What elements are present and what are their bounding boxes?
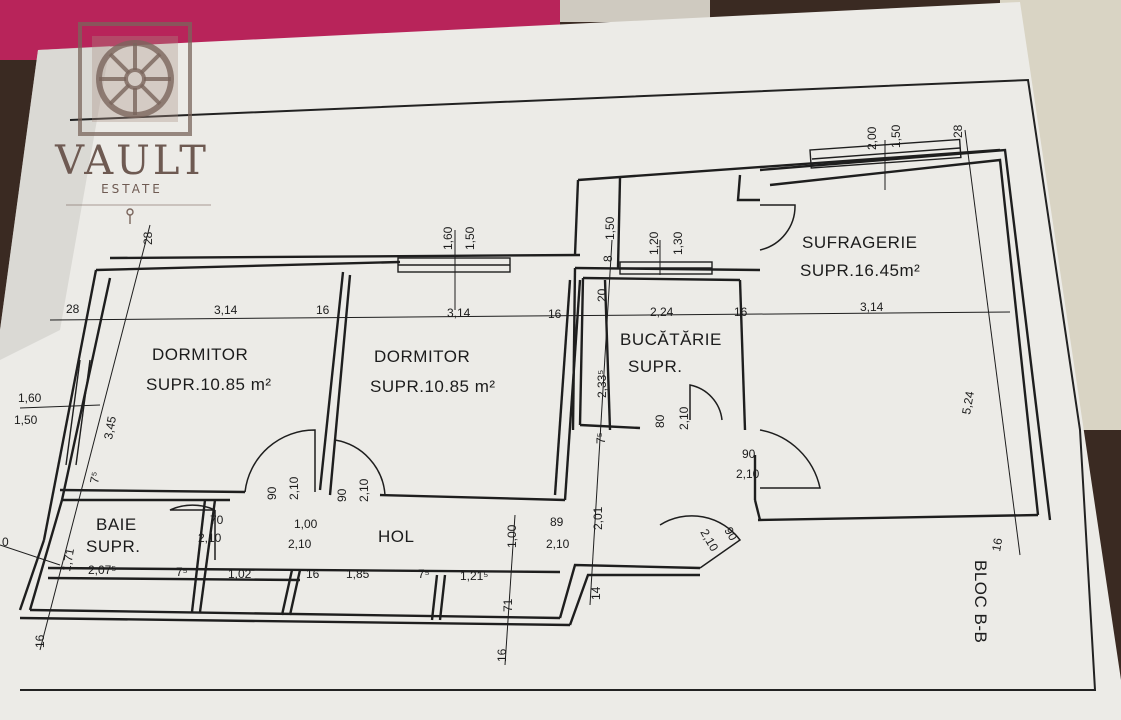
room-hol-name: HOL — [378, 527, 414, 546]
dim-label: 3,14 — [447, 306, 471, 320]
dim-label: 71 — [501, 598, 515, 612]
dim-label: 1,02 — [228, 567, 252, 581]
dim-label: 1,60 — [441, 226, 455, 250]
room-bucatarie-area: SUPR. — [628, 357, 682, 376]
dim-label: 7⁵ — [87, 471, 103, 485]
dim-label: 5,24 — [959, 390, 977, 416]
dim-label: 2,10 — [287, 476, 301, 500]
dim-label: 16 — [306, 567, 320, 581]
dim-label: 16 — [33, 634, 47, 648]
dim-label: 8 — [601, 255, 615, 262]
room-baie-area: SUPR. — [86, 537, 140, 556]
dim-label: 2,00 — [865, 126, 879, 150]
dim-label: 2,10 — [736, 467, 760, 481]
dim-label: 16 — [734, 305, 748, 319]
dim-label: 3,45 — [101, 415, 119, 441]
dim-label: 7⁵ — [418, 567, 430, 581]
door-swings — [169, 204, 821, 569]
dim-label: 3,14 — [214, 303, 238, 317]
dim-label: 1,30 — [671, 231, 685, 255]
dim-label: 16 — [316, 303, 330, 317]
dim-label: 1,00 — [505, 524, 519, 548]
dim-label: 89 — [550, 515, 564, 529]
dim-label: 2,10 — [357, 478, 371, 502]
dim-label: 90 — [265, 486, 279, 500]
room-labels: DORMITOR SUPR.10.85 m² DORMITOR SUPR.10.… — [86, 233, 990, 643]
dim-label: 1,60 — [18, 391, 42, 405]
dim-label: 28 — [141, 231, 155, 245]
dim-label: 1,00 — [294, 517, 318, 531]
room-sufragerie-name: SUFRAGERIE — [802, 233, 918, 252]
dim-label: 2,10 — [198, 531, 222, 545]
paper-shadow — [0, 46, 110, 360]
dim-label: 28 — [66, 302, 80, 316]
dim-label: 90 — [742, 447, 756, 461]
dim-label: 1,71 — [59, 547, 77, 573]
dim-label: 2,10 — [288, 537, 312, 551]
room-dormitor-2-area: SUPR.10.85 m² — [370, 377, 496, 396]
dim-label: 90 — [335, 488, 349, 502]
dim-label: 1,21⁵ — [460, 569, 488, 583]
dim-label: 70 — [210, 513, 224, 527]
dim-label: 1,50 — [603, 216, 617, 240]
vault-logo-icon — [66, 22, 211, 224]
dim-label: 1,50 — [889, 124, 903, 148]
building-label: BLOC B-B — [971, 560, 990, 643]
dim-label: 2,10 — [546, 537, 570, 551]
dim-label: 7⁵ — [594, 432, 608, 444]
dim-label: 2,33⁵ — [595, 370, 609, 398]
room-dormitor-1-area: SUPR.10.85 m² — [146, 375, 272, 394]
room-baie-name: BAIE — [96, 515, 137, 534]
logo-tagline: ESTATE — [101, 182, 163, 196]
dim-label: 90 — [721, 525, 740, 544]
dim-label: 28 — [951, 124, 965, 138]
plan-border — [20, 78, 1097, 691]
logo-wordmark: VAULT — [55, 138, 209, 184]
room-dormitor-1-name: DORMITOR — [152, 345, 248, 364]
room-baie-value: 2,07⁵ — [88, 563, 116, 577]
dim-label: 1,20 — [647, 231, 661, 255]
dim-label: 0 — [2, 535, 9, 549]
dim-label: 20 — [595, 288, 609, 302]
dim-label: 1,50 — [463, 226, 477, 250]
dim-label: 1,85 — [346, 567, 370, 581]
dim-label: 2,01 — [591, 506, 605, 530]
dim-label: 80 — [653, 414, 667, 428]
dim-label: 16 — [989, 537, 1005, 553]
room-dormitor-2-name: DORMITOR — [374, 347, 470, 366]
walls — [18, 148, 1052, 627]
dimension-lines — [0, 129, 1021, 666]
dim-label: 1,50 — [14, 413, 38, 427]
dim-label: 2,10 — [677, 406, 691, 430]
dimension-labels: 28 3,14 16 3,14 16 2,24 16 3,14 20 28 1,… — [2, 124, 1005, 662]
room-sufragerie-area: SUPR.16.45m² — [800, 261, 920, 280]
dim-label: 14 — [589, 586, 603, 600]
dim-label: 2,24 — [650, 305, 674, 319]
dim-label: 16 — [548, 307, 562, 321]
dim-label: 7⁵ — [176, 565, 188, 579]
background-paper-top — [560, 0, 710, 22]
dim-label: 16 — [495, 648, 509, 662]
dim-label: 3,14 — [860, 300, 884, 314]
room-bucatarie-name: BUCĂTĂRIE — [620, 330, 722, 349]
